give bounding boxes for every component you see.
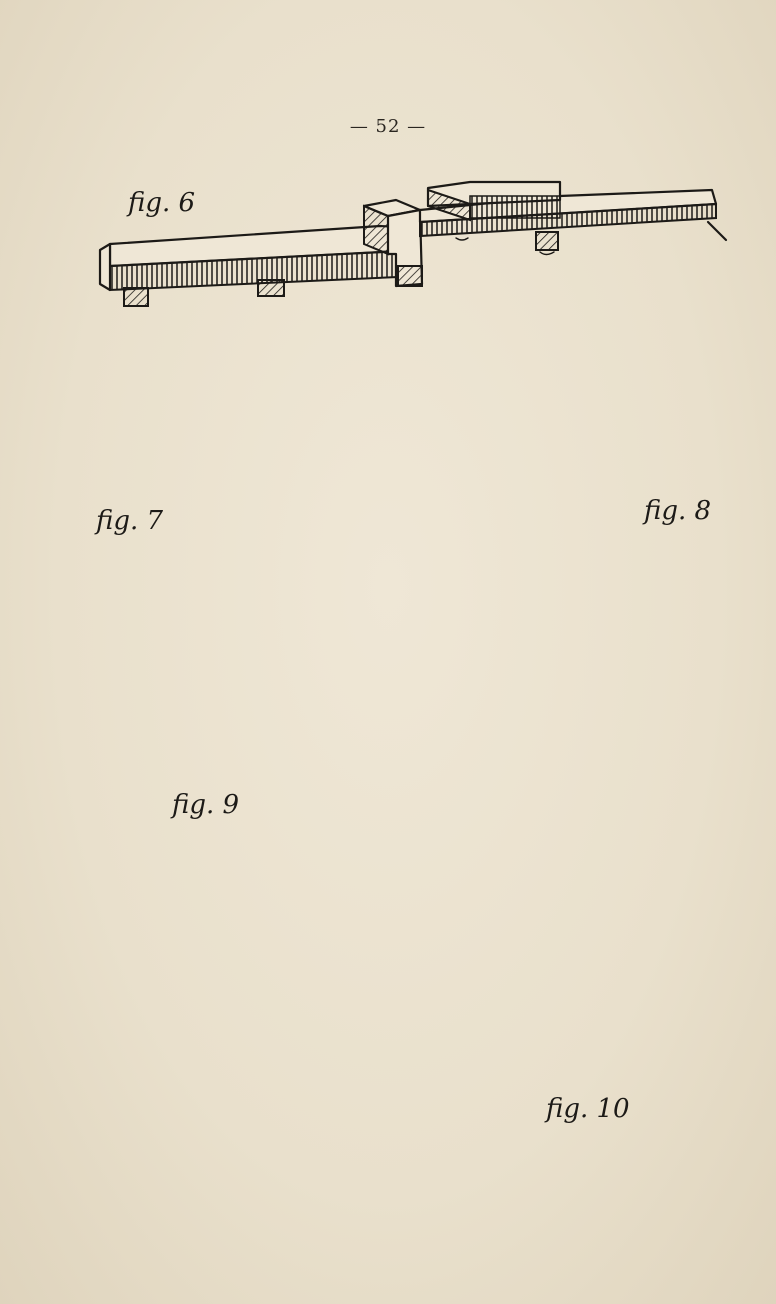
figure-7-caption: fig. 7 — [96, 506, 164, 536]
figure-8-caption: fig. 8 — [644, 496, 712, 526]
figure-9-caption: fig. 9 — [172, 790, 240, 820]
figure-6-caption: fig. 6 — [128, 188, 196, 218]
figure-10-caption: fig. 10 — [546, 1094, 630, 1124]
figure-6-drawing — [98, 180, 728, 307]
page-number: — 52 — — [349, 116, 427, 137]
